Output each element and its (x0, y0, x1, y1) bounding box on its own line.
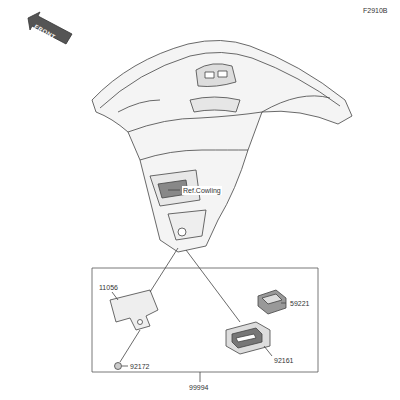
callout-number: 11056 (98, 283, 119, 292)
callout-number: 59221 (289, 299, 310, 308)
reference-label: Ref.Cowling (182, 186, 222, 195)
callout-number: 92172 (129, 362, 150, 371)
callout-number: 99994 (188, 383, 209, 392)
figure-number: F2910B (362, 6, 389, 15)
callout-number: 92161 (273, 356, 294, 365)
